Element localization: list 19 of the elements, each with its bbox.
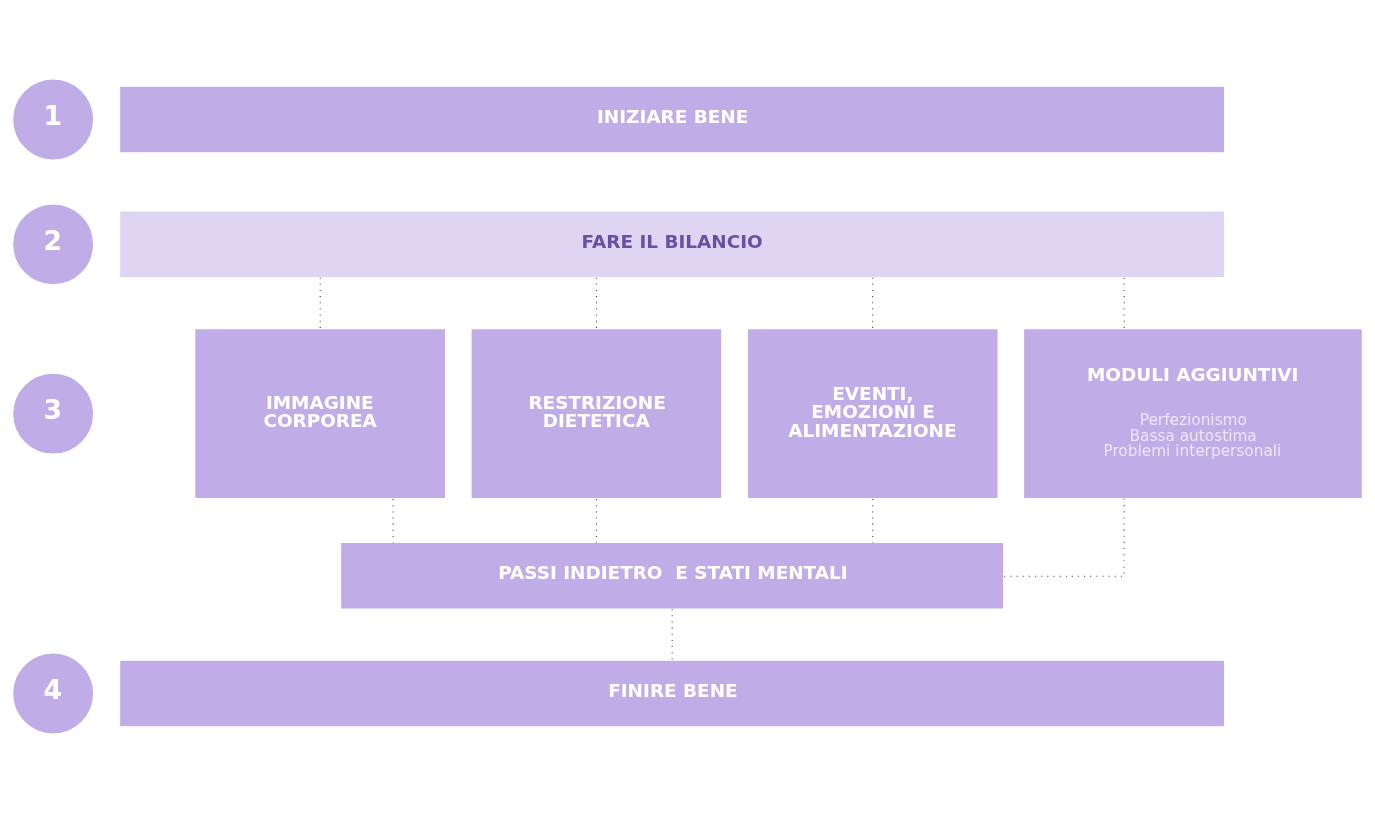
node-circle: 3 xyxy=(12,372,95,455)
connector xyxy=(595,277,597,330)
node-box: PASSI INDIETRO E STATI MENTALI xyxy=(340,542,1005,610)
connector xyxy=(872,498,874,543)
node-box: FARE IL BILANCIO xyxy=(119,210,1226,279)
node-box: IMMAGINE CORPOREA xyxy=(194,328,447,500)
node-box: RESTRIZIONE DIETETICA xyxy=(470,328,723,500)
node-box: MODULI AGGIUNTIVI Perfezionismo Bassa autostima Problemi interpersonali xyxy=(1023,328,1363,500)
node-box: FINIRE BENE xyxy=(119,659,1226,728)
connector xyxy=(595,498,597,543)
connector xyxy=(872,277,874,330)
connector xyxy=(1123,277,1125,330)
node-box: EVENTI, EMOZIONI E ALIMENTAZIONE xyxy=(746,328,999,500)
connector xyxy=(671,608,673,661)
node-circle: 1 xyxy=(12,78,95,161)
connector xyxy=(319,277,321,330)
node-box: INIZIARE BENE xyxy=(119,85,1226,154)
node-circle: 4 xyxy=(12,652,95,735)
node-circle: 2 xyxy=(12,203,95,286)
